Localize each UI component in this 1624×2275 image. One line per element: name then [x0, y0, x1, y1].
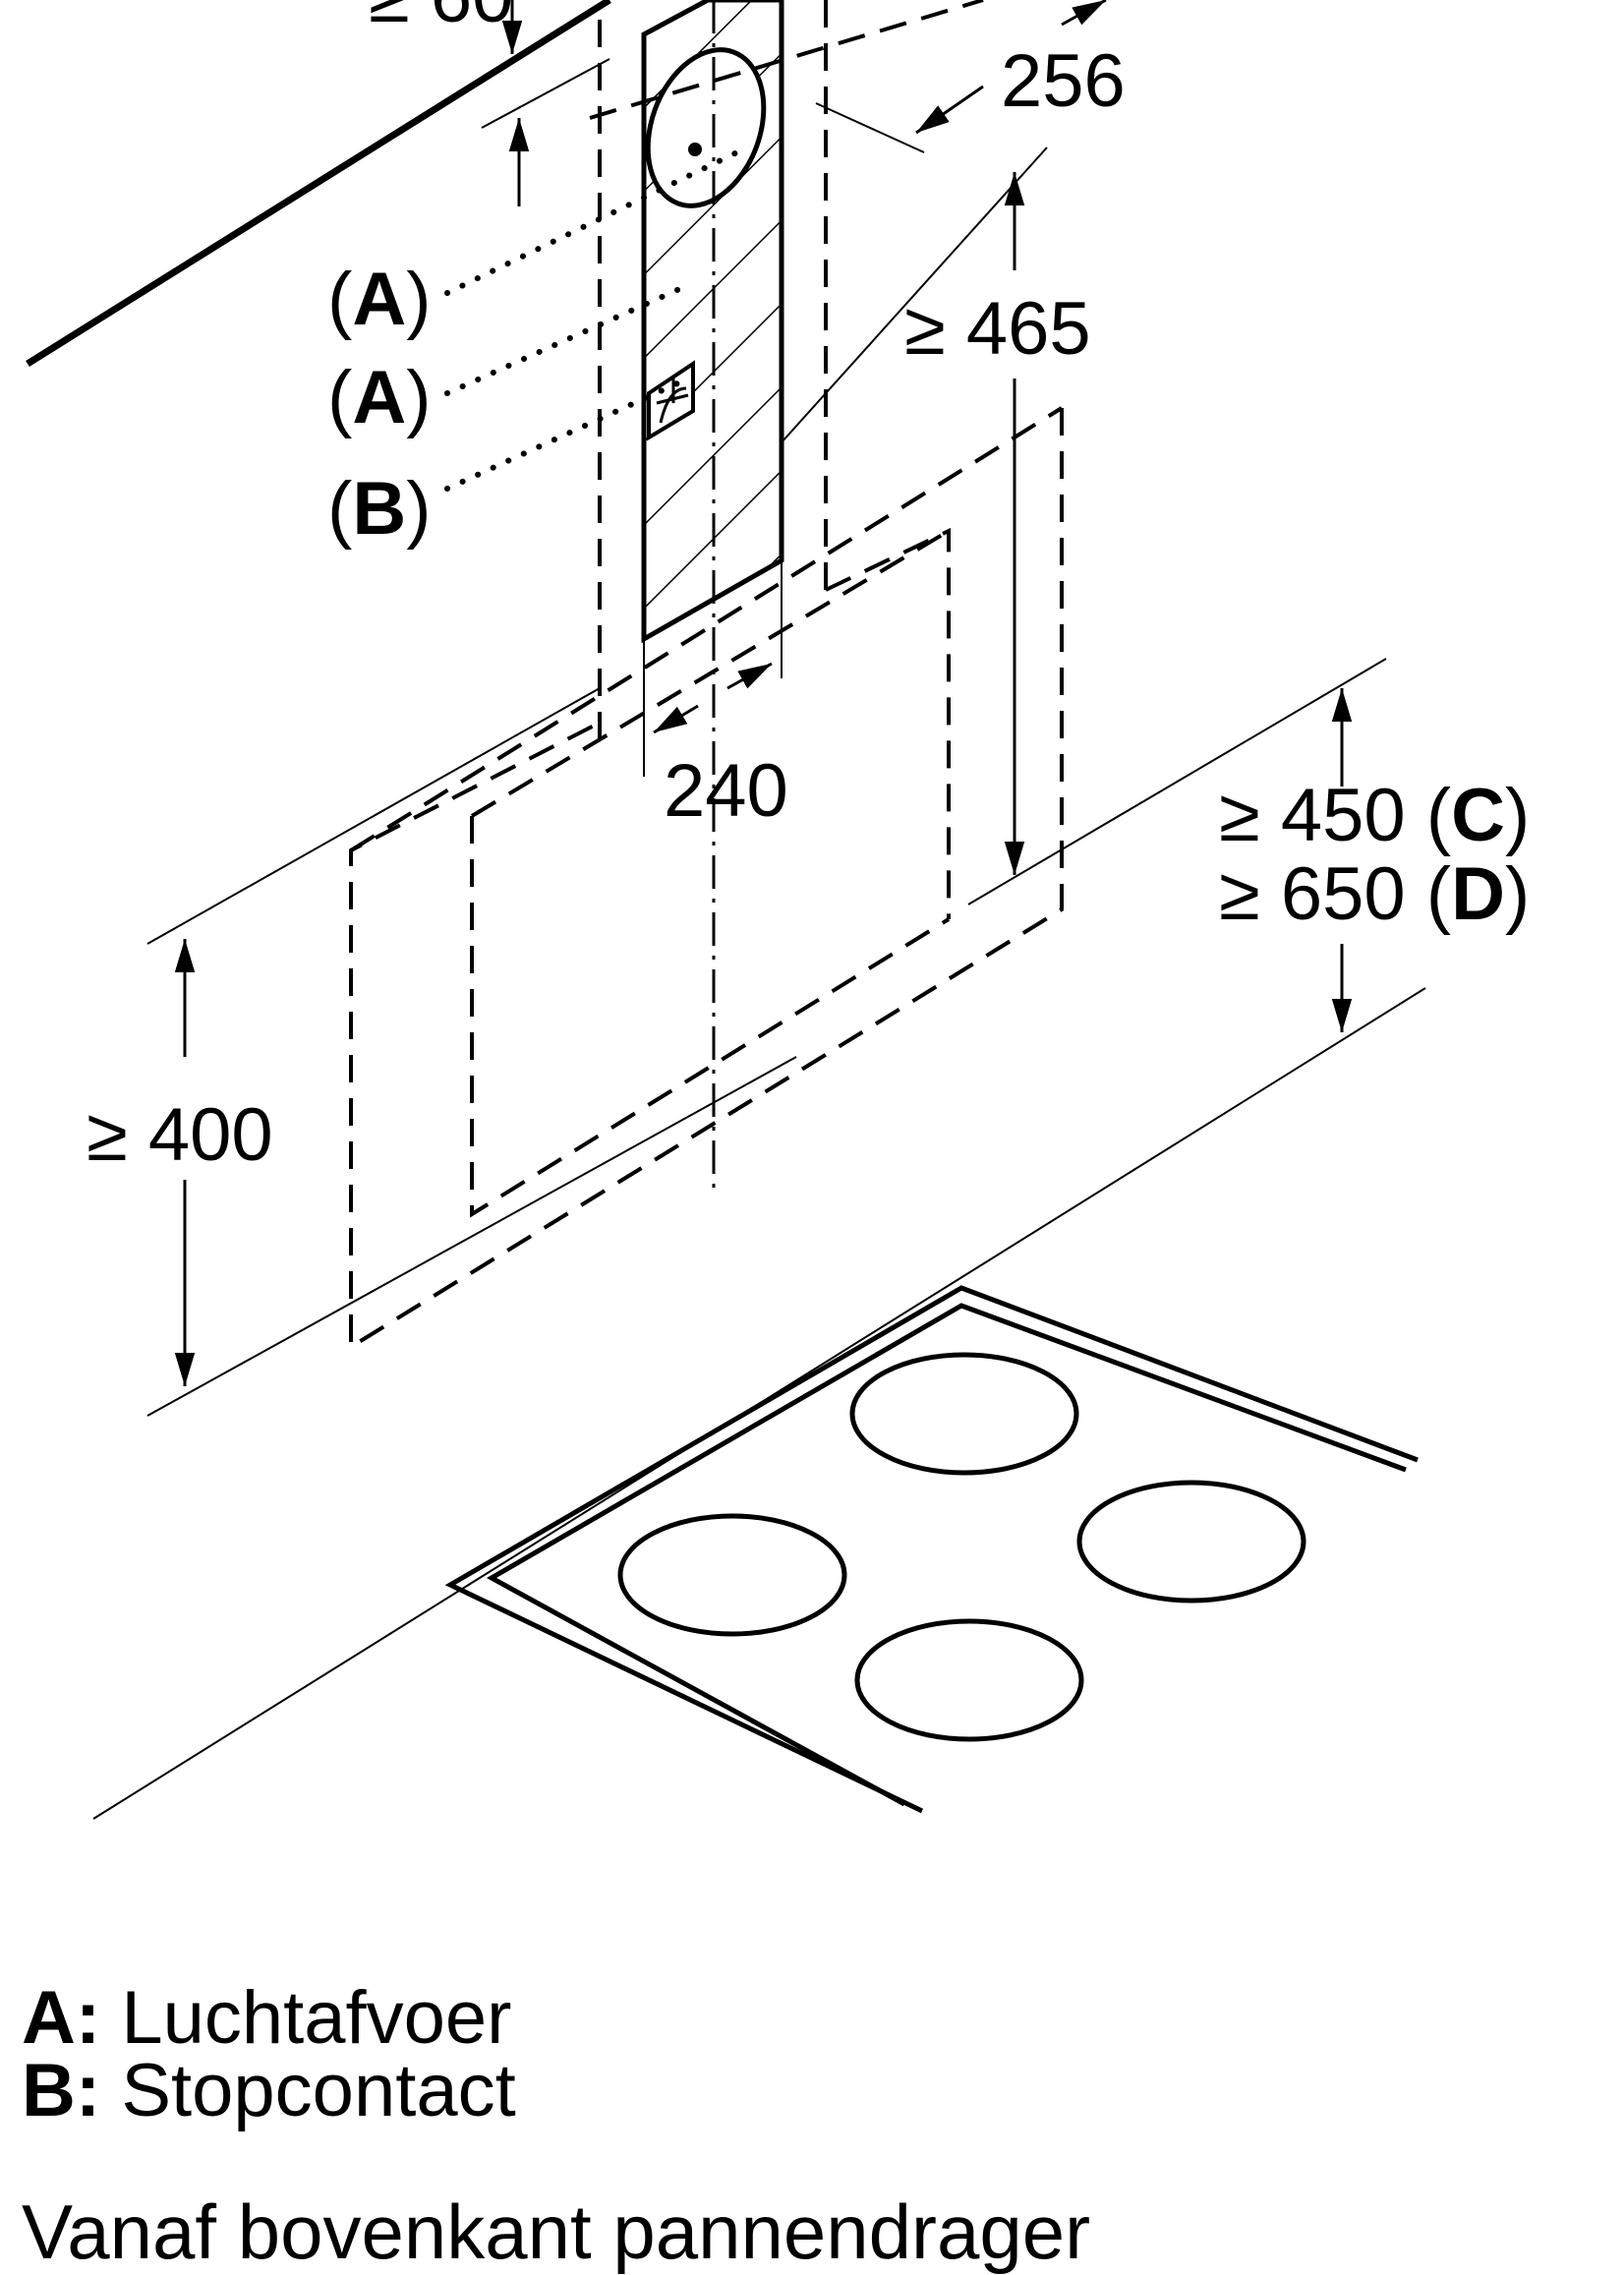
dimension-label-depth: 256	[1001, 39, 1126, 123]
legend-text: Stopcontact	[121, 2049, 516, 2132]
callout-b: (B)	[327, 467, 432, 551]
callout-leaders	[444, 145, 750, 492]
legend-key: A:	[22, 1976, 101, 2060]
callout-a-2: (A)	[327, 356, 432, 439]
chimney-duct	[641, 0, 784, 1190]
dimension-label-duct-height: ≥ 465	[904, 287, 1091, 371]
legend-text: Luchtafvoer	[121, 1976, 512, 2060]
burner	[1076, 1480, 1306, 1604]
air-outlet-opening	[645, 47, 767, 208]
dimension-label-hob-clearance-d: ≥ 650 (D)	[1219, 852, 1530, 936]
burner	[849, 1352, 1079, 1476]
dimension-label-width: 240	[664, 749, 788, 833]
socket-icon	[647, 360, 695, 441]
dimension-top-clearance: ≥ 60	[369, 0, 610, 206]
callout-a-1: (A)	[327, 258, 432, 341]
ceiling-line	[26, 0, 611, 367]
legend-key: B:	[22, 2049, 101, 2132]
dimension-label-hob-clearance-c: ≥ 450 (C)	[1219, 774, 1530, 857]
dimension-arrows	[174, 0, 1353, 1386]
callout-labels: (A) (A) (B)	[327, 258, 432, 551]
dimension-label-top-clearance: ≥ 60	[369, 0, 513, 38]
legend-item-a: A: Luchtafvoer	[22, 1981, 511, 2056]
measurement-note: Vanaf bovenkant pannendrager	[22, 2188, 1091, 2275]
hob	[444, 1285, 1419, 1814]
burner	[854, 1618, 1084, 1742]
dimension-label-cabinet-height: ≥ 400	[87, 1093, 273, 1177]
wall-cabinet-outline	[349, 0, 1064, 1351]
legend-item-b: B: Stopcontact	[22, 2054, 516, 2129]
burner	[617, 1513, 847, 1637]
